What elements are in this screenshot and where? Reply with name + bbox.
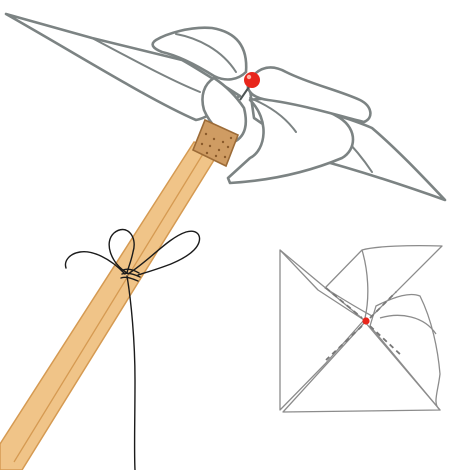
fold-line-br — [370, 326, 402, 356]
diagram-flap-right-curl — [380, 315, 436, 334]
diagram-flap-top-curl — [362, 250, 368, 318]
pinwheel-diagram — [280, 246, 442, 412]
diagram-pin-head — [362, 317, 369, 324]
diagram-flap-left — [280, 250, 364, 410]
stick — [0, 142, 219, 470]
pin-head — [244, 72, 260, 88]
diagram-pin — [362, 317, 369, 324]
stick-highlight — [14, 149, 206, 462]
pinwheel-main — [6, 14, 445, 200]
pin-highlight — [247, 75, 251, 79]
diagram-flap-right — [370, 294, 440, 410]
diagram-flap-bottom — [283, 322, 440, 412]
string-tail — [127, 276, 135, 470]
